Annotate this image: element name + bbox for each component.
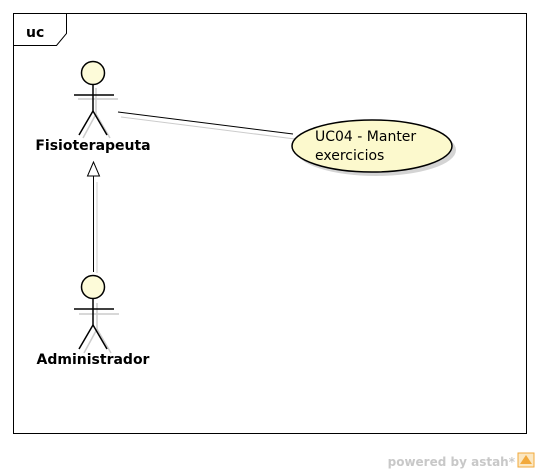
frame-tab bbox=[13, 13, 67, 46]
astah-watermark: powered by astah* bbox=[388, 452, 535, 469]
association-line bbox=[117, 111, 296, 140]
actor-body bbox=[74, 85, 114, 136]
usecase-uc04[interactable]: UC04 - Manter exercicios bbox=[291, 119, 456, 176]
astah-logo-icon bbox=[517, 452, 535, 468]
usecase-ellipse bbox=[291, 119, 453, 173]
generalization-arrowhead bbox=[86, 160, 101, 177]
watermark-text: powered by astah* bbox=[388, 455, 516, 469]
actor-head bbox=[80, 60, 106, 86]
actor-administrador[interactable]: Administrador bbox=[37, 274, 150, 369]
actor-head bbox=[80, 274, 106, 300]
frame-label: uc bbox=[26, 25, 44, 41]
actor-name: Administrador bbox=[37, 352, 150, 368]
usecase-name-line1: UC04 - Manter bbox=[315, 129, 416, 145]
actor-name: Fisioterapeuta bbox=[35, 138, 150, 154]
actor-body bbox=[74, 299, 114, 350]
actor-fisioterapeuta[interactable]: Fisioterapeuta bbox=[35, 60, 151, 155]
usecase-name-line2: exercicios bbox=[315, 148, 384, 164]
generalization-arrow bbox=[86, 160, 101, 273]
